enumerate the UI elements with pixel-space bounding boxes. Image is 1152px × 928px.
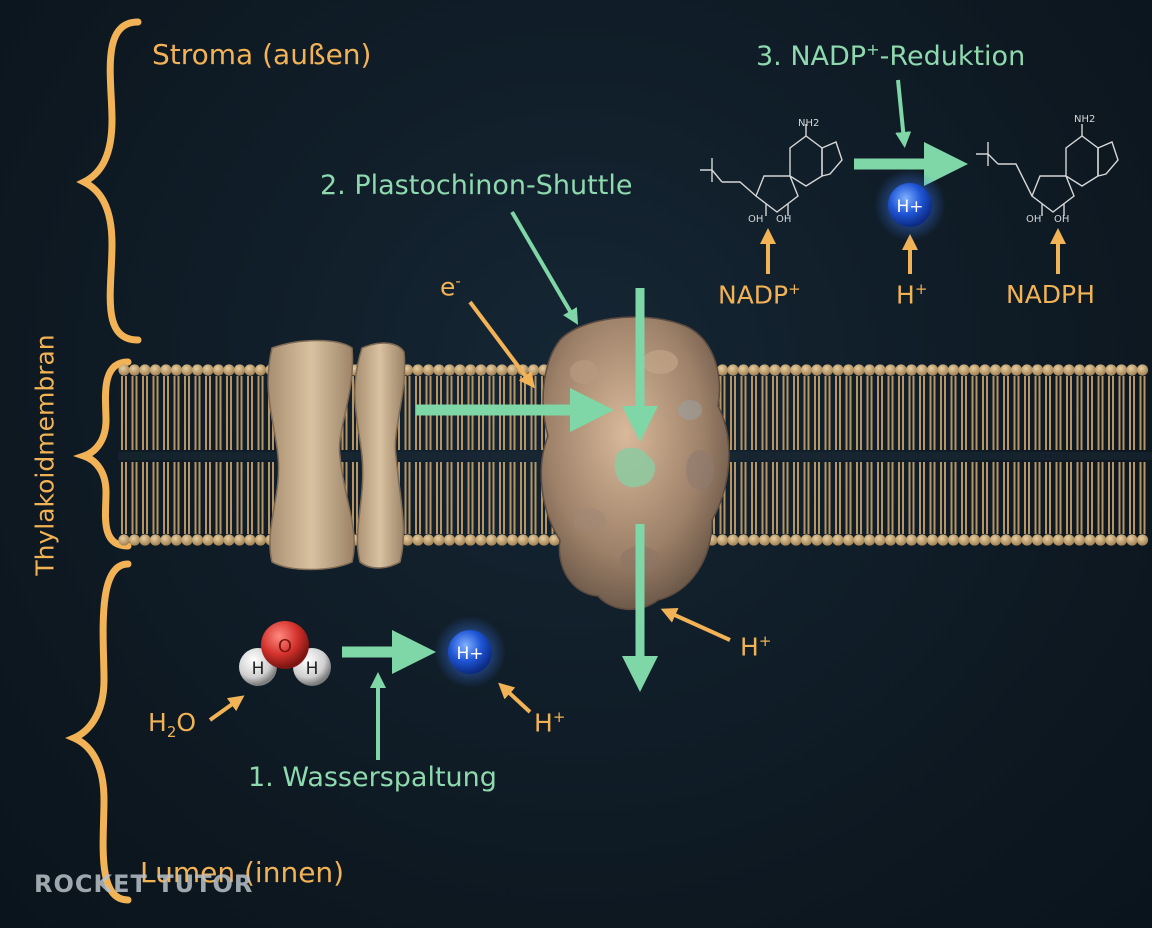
arrows-green bbox=[342, 79, 968, 760]
channel-protein bbox=[267, 339, 406, 571]
svg-text:OH: OH bbox=[748, 214, 763, 225]
water-oxygen bbox=[261, 621, 309, 669]
svg-text:NH2: NH2 bbox=[798, 118, 819, 129]
label-nadph: NADPH bbox=[1006, 280, 1095, 309]
proton-ion-stroma: H+ bbox=[874, 169, 946, 241]
protein-complex bbox=[540, 316, 730, 611]
brace-lumen bbox=[65, 560, 132, 904]
svg-text:H: H bbox=[306, 659, 319, 679]
svg-text:OH: OH bbox=[1026, 214, 1041, 225]
arrows-orange bbox=[208, 228, 1066, 722]
pointer-h2o bbox=[208, 695, 245, 722]
label-step2: 2. Plastochinon-Shuttle bbox=[320, 170, 633, 201]
label-water: H2O bbox=[148, 708, 197, 741]
label-hplus-lumen: H+ bbox=[534, 708, 566, 738]
svg-text:OH: OH bbox=[776, 214, 791, 225]
svg-text:H: H bbox=[252, 659, 265, 679]
label-nadp: NADP+ bbox=[718, 280, 801, 310]
nadp-structure: NH2 OH OH bbox=[700, 118, 843, 225]
pointer-hplus-lumen bbox=[498, 682, 532, 714]
svg-text:H+: H+ bbox=[896, 197, 923, 217]
label-stroma: Stroma (außen) bbox=[152, 38, 372, 71]
nadph-structure: NH2 OH OH bbox=[976, 114, 1119, 225]
label-step3: 3. NADP+-Reduktion bbox=[756, 40, 1026, 72]
plastoquinone-site bbox=[614, 447, 655, 488]
brace-stroma bbox=[76, 18, 142, 344]
label-step1: 1. Wasserspaltung bbox=[248, 762, 497, 793]
label-lumen: Lumen (innen) bbox=[140, 856, 345, 889]
label-hplus-right: H+ bbox=[740, 632, 772, 662]
pointer-electron bbox=[468, 300, 535, 389]
label-electron: e- bbox=[440, 272, 461, 302]
brand-logo: ROCKET TUTOR bbox=[34, 870, 254, 898]
svg-text:O: O bbox=[278, 636, 292, 657]
proton-ion-lumen: H+ bbox=[434, 616, 506, 688]
pointer-step3 bbox=[895, 79, 912, 148]
label-hplus-top: H+ bbox=[896, 280, 928, 310]
pointer-hplus-right bbox=[660, 608, 731, 642]
svg-text:H+: H+ bbox=[456, 644, 483, 664]
brace-membrane bbox=[72, 358, 132, 550]
svg-text:OH: OH bbox=[1054, 214, 1069, 225]
pointer-step2 bbox=[510, 210, 579, 325]
water-molecule: O H H bbox=[239, 621, 331, 686]
label-thylakoid-membrane: Thylakoidmembran bbox=[30, 334, 60, 576]
svg-text:NH2: NH2 bbox=[1074, 114, 1095, 125]
